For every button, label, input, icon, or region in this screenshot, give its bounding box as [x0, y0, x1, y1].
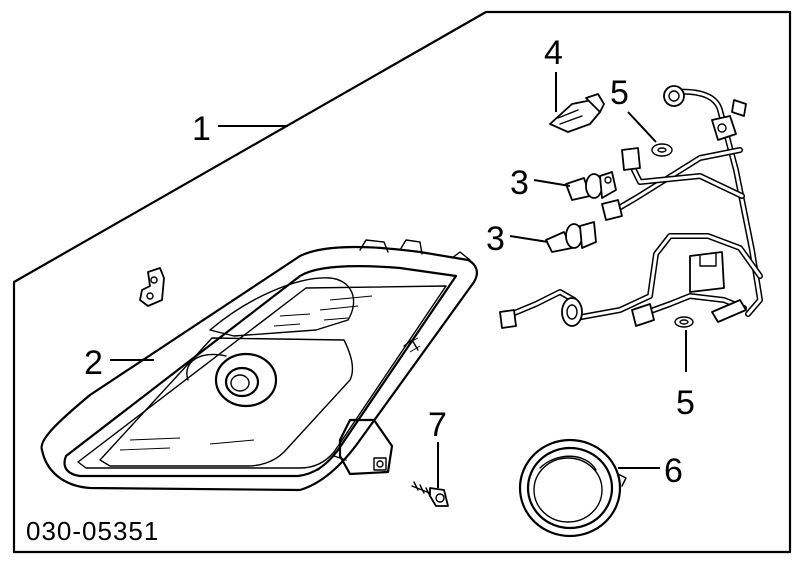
wedge-bulb — [549, 93, 605, 133]
mounting-bolt — [411, 481, 449, 507]
bracket-clip — [139, 267, 165, 307]
gasket-ring-bottom — [674, 316, 694, 328]
callout-5a: 5 — [610, 74, 629, 112]
callout-6: 6 — [664, 452, 683, 490]
callout-1: 1 — [192, 110, 211, 148]
gasket-ring-top — [651, 143, 673, 157]
callout-3a-leader — [533, 179, 571, 187]
callout-5a-leader — [627, 111, 657, 143]
wiring-harness — [499, 85, 763, 329]
callout-5b: 5 — [676, 384, 695, 422]
callout-7: 7 — [428, 406, 447, 444]
callout-3b: 3 — [486, 220, 505, 258]
assembly-outline — [12, 10, 792, 554]
callout-2: 2 — [84, 344, 103, 382]
diagram-code: 030-05351 — [26, 516, 159, 546]
callout-4: 4 — [544, 34, 563, 72]
fog-lamp-ring — [518, 438, 627, 538]
callout-3a: 3 — [510, 164, 529, 202]
headlamp-housing — [40, 239, 478, 492]
halogen-bulb-lower — [545, 221, 597, 253]
halogen-bulb-upper — [565, 171, 617, 201]
callout-3b-leader — [509, 235, 549, 243]
